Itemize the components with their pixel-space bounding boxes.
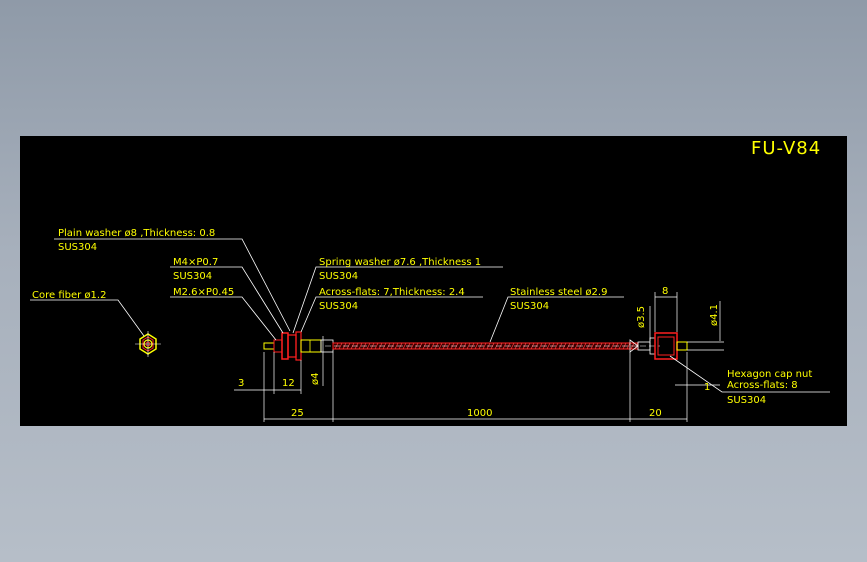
tube-hatch-line <box>474 342 479 350</box>
right-fitting <box>629 332 688 360</box>
label-stainless-steel-material: SUS304 <box>510 301 549 312</box>
dimension-lines <box>234 292 724 422</box>
tube-hatch-line <box>466 342 471 350</box>
tube-hatch-line <box>438 342 443 350</box>
core-fiber-end-view <box>135 331 161 357</box>
fiber-drawing: FU-V84 <box>30 138 830 422</box>
label-spring-washer: Spring washer ø7.6 ,Thickness 1 <box>319 257 481 268</box>
label-hex-nut-across-flats: Across-flats: 8 <box>727 380 798 391</box>
tube-hatch-line <box>394 342 399 350</box>
label-m2: M2.6×P0.45 <box>173 287 234 298</box>
tube-hatch-line <box>410 342 415 350</box>
tube-hatch-line <box>430 342 435 350</box>
tube-hatch-line <box>538 342 543 350</box>
label-plain-washer: Plain washer ø8 ,Thickness: 0.8 <box>58 228 215 239</box>
left-fitting <box>263 331 334 361</box>
dim-dia-4: ø4 <box>310 373 321 385</box>
label-spring-washer-material: SUS304 <box>319 271 358 282</box>
dim-25: 25 <box>291 408 304 419</box>
dim-3: 3 <box>238 378 244 389</box>
dim-dia-4-1: ø4.1 <box>709 304 720 326</box>
dim-12: 12 <box>282 378 295 389</box>
tube-hatch-line <box>546 342 551 350</box>
leader-lines <box>30 238 830 393</box>
cad-drawing-viewport[interactable]: FU-V84 <box>20 136 847 426</box>
label-across-flats: Across-flats: 7,Thickness: 2.4 <box>319 287 465 298</box>
tube-hatch-line <box>402 342 407 350</box>
tube-hatch-line <box>582 342 587 350</box>
label-m4: M4×P0.7 <box>173 257 218 268</box>
stainless-tube <box>325 342 660 350</box>
label-m4-material: SUS304 <box>173 271 212 282</box>
label-hex-nut-material: SUS304 <box>727 395 766 406</box>
tube-hatch-line <box>618 342 623 350</box>
dim-1000: 1000 <box>467 408 492 419</box>
dim-20: 20 <box>649 408 662 419</box>
tube-hatch-line <box>518 342 523 350</box>
tube-hatch-line <box>610 342 615 350</box>
dim-dia-3-5: ø3.5 <box>636 306 647 328</box>
label-core-fiber: Core fiber ø1.2 <box>32 290 106 301</box>
tube-hatch-line <box>502 342 507 350</box>
tube-hatch-line <box>338 342 343 350</box>
label-across-flats-material: SUS304 <box>319 301 358 312</box>
tube-hatch-line <box>366 342 371 350</box>
tube-hatch-line <box>510 342 515 350</box>
tube-hatch-line <box>482 342 487 350</box>
label-plain-washer-material: SUS304 <box>58 242 97 253</box>
drawing-title: FU-V84 <box>751 138 821 159</box>
tube-hatch-line <box>590 342 595 350</box>
tube-hatch-line <box>374 342 379 350</box>
dim-1: 1 <box>704 382 710 393</box>
label-stainless-steel: Stainless steel ø2.9 <box>510 287 607 298</box>
tube-hatch-line <box>554 342 559 350</box>
tube-hatch-line <box>446 342 451 350</box>
dim-8: 8 <box>662 286 668 297</box>
label-hex-nut: Hexagon cap nut <box>727 369 812 380</box>
tube-hatch-line <box>358 342 363 350</box>
tube-hatch-line <box>574 342 579 350</box>
tube-hatch-line <box>626 342 631 350</box>
